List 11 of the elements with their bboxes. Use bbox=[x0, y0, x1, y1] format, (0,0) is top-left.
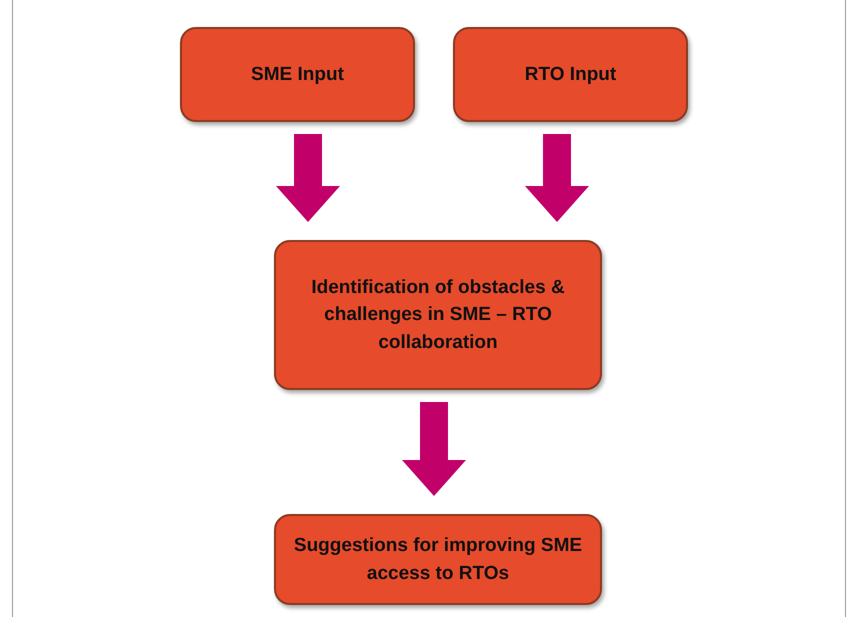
block-arrow bbox=[402, 402, 466, 496]
process-box bbox=[274, 514, 602, 605]
box-label: Suggestions for improving SME access to RTOs bbox=[292, 534, 584, 586]
box-label: RTO Input bbox=[524, 62, 616, 87]
block-arrow bbox=[276, 134, 340, 222]
box-label: Identification of obstacles & challenges in SME – RTO collaboration bbox=[310, 276, 566, 355]
block-arrow bbox=[525, 134, 589, 222]
process-box bbox=[274, 240, 602, 390]
process-box bbox=[180, 27, 415, 122]
process-box bbox=[453, 27, 688, 122]
box-label: SME Input bbox=[251, 62, 344, 87]
